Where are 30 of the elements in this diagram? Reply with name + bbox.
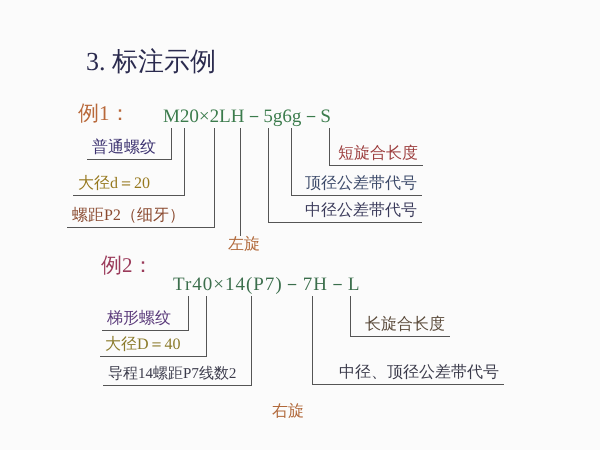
example-label: 例1： [78, 101, 130, 125]
part-label: 大径d＝20 [73, 175, 155, 196]
part-label: 大径D＝40 [100, 336, 186, 357]
example-label: 例2： [101, 253, 154, 277]
part-label: 短旋合长度 [333, 145, 423, 166]
part-label: 顶径公差带代号 [300, 175, 422, 196]
title: 3. 标注示例 [86, 47, 216, 77]
part-label: 左旋 [223, 236, 265, 257]
part-label: 螺距P2（细牙） [67, 207, 190, 228]
part-label: 导程14螺距P7线数2 [103, 365, 242, 386]
leader-line [102, 296, 252, 386]
leader-line [312, 296, 504, 385]
leader-line [66, 128, 215, 228]
part-label: 梯形螺纹 [102, 310, 176, 331]
leader-line [86, 128, 172, 160]
leader-line [350, 296, 450, 337]
part-label: 长旋合长度 [360, 316, 450, 337]
leader-line [102, 296, 189, 331]
leader-line [240, 128, 241, 236]
thread-designation: Tr40×14(P7)－7H－L [173, 274, 361, 296]
leader-line [329, 128, 424, 166]
leader-line [72, 128, 185, 196]
part-label: 中径、顶径公差带代号 [334, 364, 504, 385]
thread-designation: M20×2LH－5g6g－S [163, 106, 332, 128]
part-label: 普通螺纹 [87, 139, 161, 160]
note-text: 右旋 [272, 403, 304, 421]
leader-line [291, 128, 422, 196]
part-label: 中径公差带代号 [300, 202, 422, 223]
leader-line [100, 296, 207, 357]
leader-line [268, 128, 422, 223]
